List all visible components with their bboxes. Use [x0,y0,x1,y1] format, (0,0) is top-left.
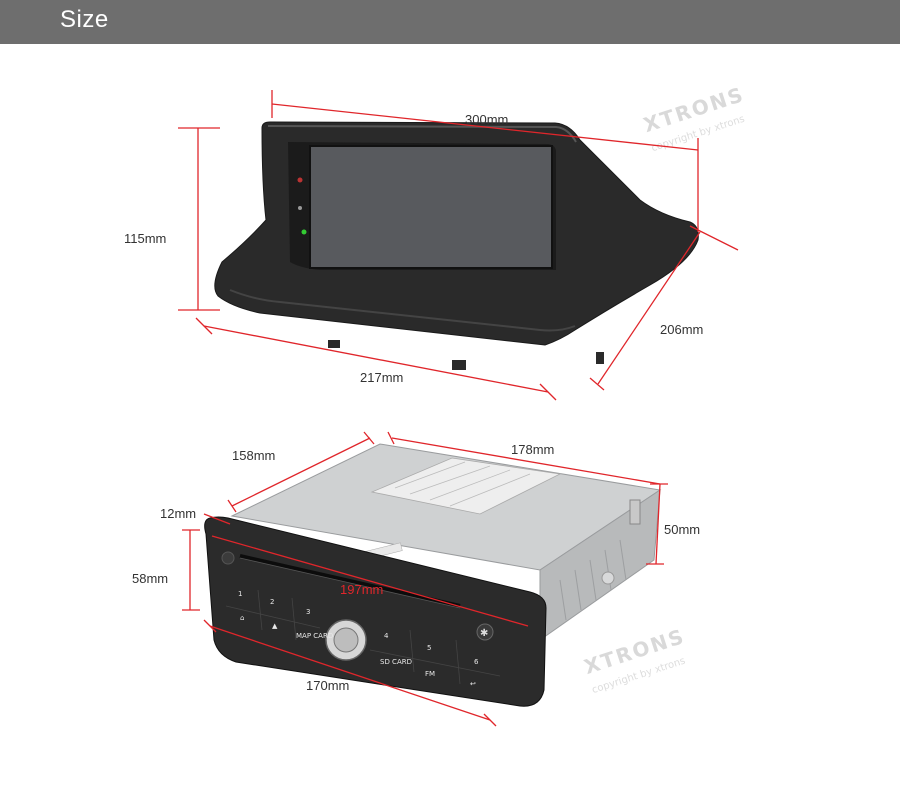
watermark-lower: XTRONS copyright by xtrons [581,624,688,696]
lower-rear-height-label: 50mm [664,522,700,537]
upper-bottom-width-label: 217mm [360,370,403,385]
star-icon: ✱ [480,628,488,639]
upper-height-label: 115mm [124,231,166,246]
upper-width-label: 300mm [465,112,508,127]
disc-slot [239,554,461,608]
sd-card-label: SD CARD [380,658,412,666]
button-4-label[interactable]: 4 [384,632,389,640]
front-panel [204,516,547,707]
star-button[interactable] [476,623,494,641]
status-led-icon [301,229,307,235]
lower-lip-label: 12mm [160,506,196,521]
lower-unit: ✱ 1 2 3 4 5 6 ⌂ ▲ MAP CARD SD CARD FM ↩ [204,443,662,707]
lower-front-width-label: 197mm [340,582,383,597]
power-led-icon [297,177,303,183]
lower-dimension-lines [182,431,668,727]
page-title: Size [60,6,109,33]
chassis-sticker [370,457,562,515]
upper-dimension-lines [178,90,739,401]
button-1-label[interactable]: 1 [238,590,242,598]
back-icon[interactable]: ↩ [470,680,476,688]
upper-depth-label: 206mm [660,322,703,337]
fm-label[interactable]: FM [425,670,435,678]
map-card-label: MAP CARD [296,632,333,640]
mode-button[interactable] [221,551,235,565]
button-6-label[interactable]: 6 [474,658,479,666]
lower-front-height-label: 58mm [132,571,168,586]
upper-unit-screen [310,146,552,268]
upper-unit [214,121,699,370]
lower-depth-label: 158mm [232,448,275,463]
lower-bottom-width-label: 170mm [306,678,349,693]
button-5-label[interactable]: 5 [427,644,431,652]
nav-icon[interactable]: ▲ [272,622,278,630]
lower-width-label: 178mm [511,442,554,457]
button-3-label[interactable]: 3 [306,608,310,616]
watermark-upper: XTRONS copyright by xtrons [641,82,748,154]
page-header: Size [0,0,900,44]
home-icon[interactable]: ⌂ [240,614,244,622]
button-2-label[interactable]: 2 [270,598,274,606]
